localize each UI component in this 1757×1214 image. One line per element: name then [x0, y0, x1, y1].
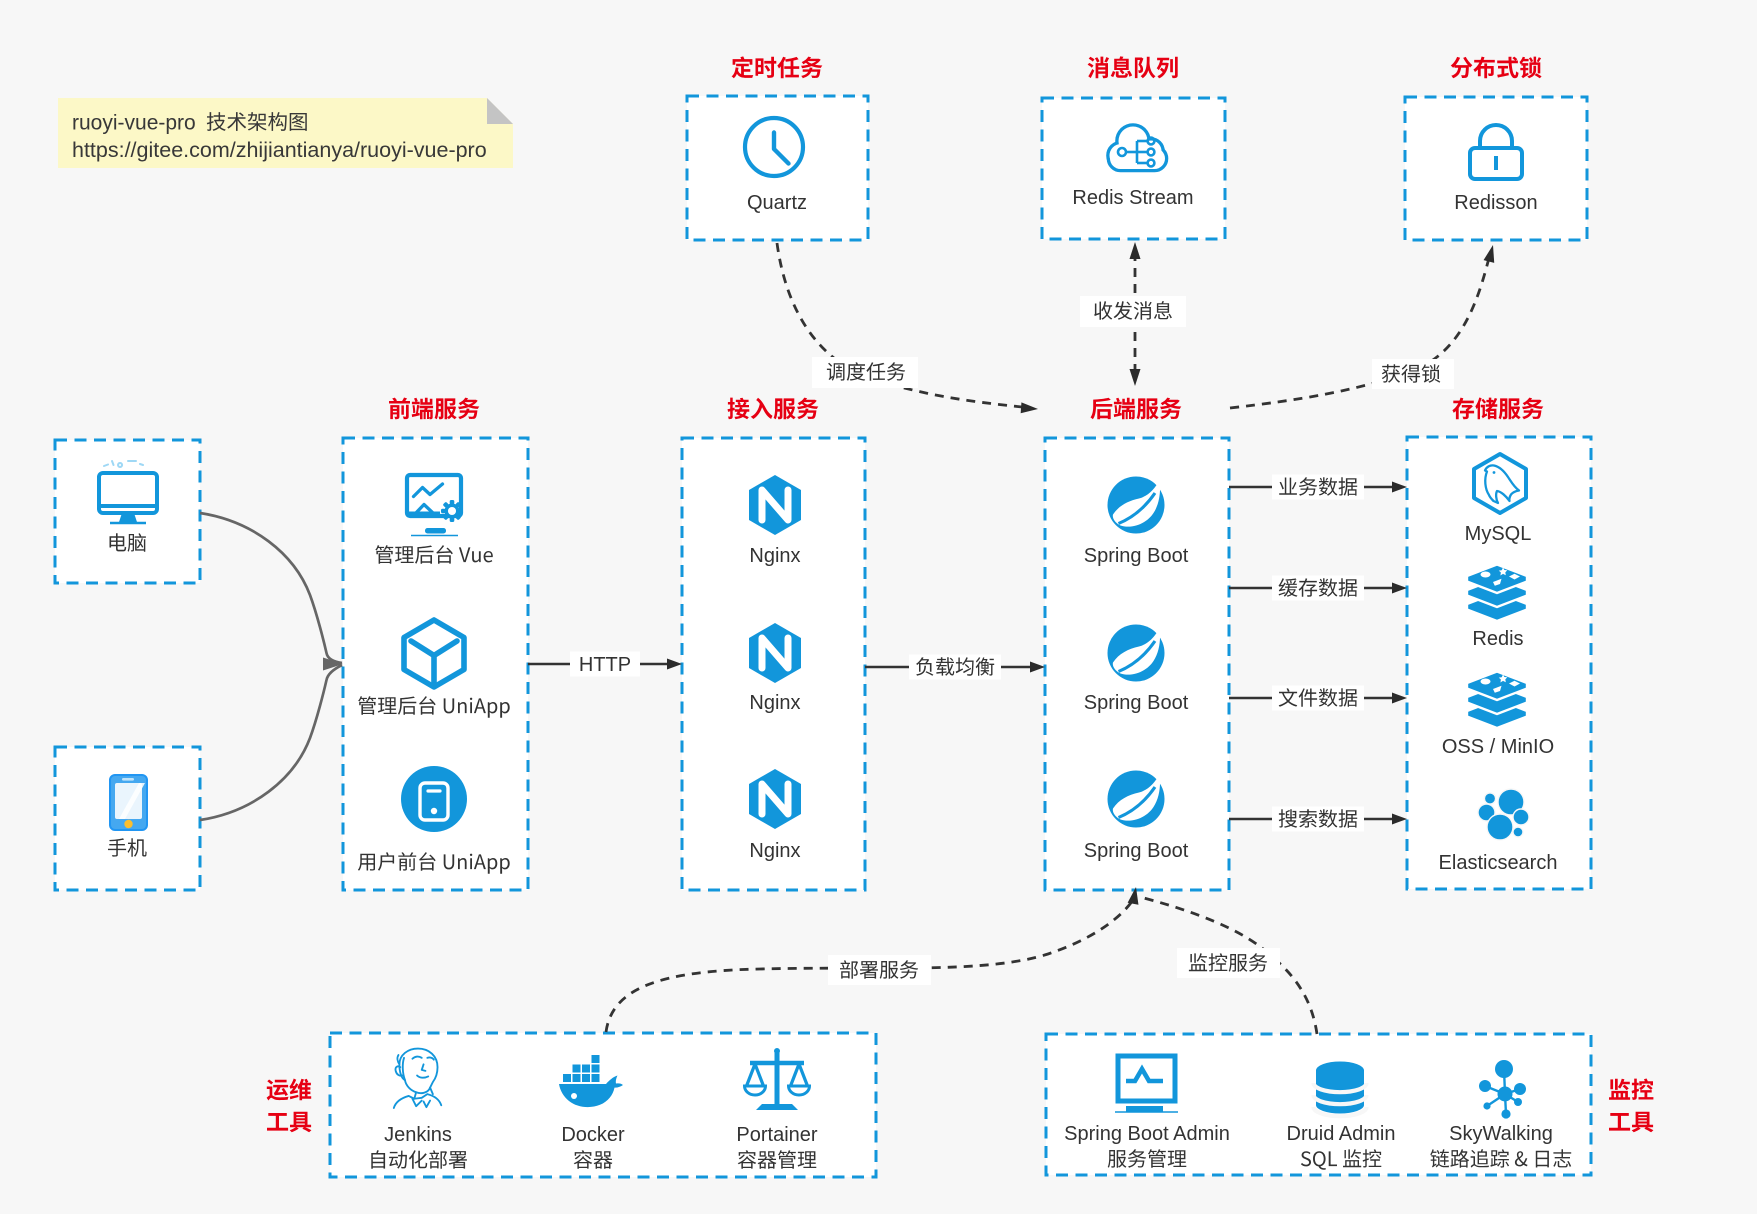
- svg-text:Spring Boot Admin: Spring Boot Admin: [1064, 1123, 1230, 1145]
- svg-text:Redisson: Redisson: [1454, 192, 1537, 214]
- svg-text:Jenkins: Jenkins: [384, 1124, 452, 1146]
- svg-text:ruoyi-vue-pro: ruoyi-vue-pro: [72, 111, 196, 134]
- svg-text:Redis Stream: Redis Stream: [1072, 187, 1193, 209]
- svg-text:Portainer: Portainer: [736, 1124, 817, 1146]
- svg-text:OSS / MinIO: OSS / MinIO: [1442, 736, 1554, 758]
- svg-text:Redis: Redis: [1472, 628, 1523, 650]
- svg-text:Spring Boot: Spring Boot: [1084, 692, 1189, 714]
- svg-text:SkyWalking: SkyWalking: [1449, 1123, 1553, 1145]
- svg-text:https://gitee.com/zhijiantiany: https://gitee.com/zhijiantianya/ruoyi-vu…: [72, 138, 487, 162]
- svg-text:Spring Boot: Spring Boot: [1084, 840, 1189, 862]
- svg-text:Quartz: Quartz: [747, 192, 807, 214]
- svg-text:Nginx: Nginx: [749, 545, 800, 567]
- svg-text:Nginx: Nginx: [749, 840, 800, 862]
- svg-text:Druid Admin: Druid Admin: [1287, 1123, 1396, 1145]
- svg-text:Docker: Docker: [561, 1124, 625, 1146]
- svg-text:MySQL: MySQL: [1465, 523, 1532, 545]
- svg-text:Spring Boot: Spring Boot: [1084, 545, 1189, 567]
- svg-text:HTTP: HTTP: [579, 654, 631, 676]
- svg-text:Nginx: Nginx: [749, 692, 800, 714]
- svg-text:Elasticsearch: Elasticsearch: [1439, 852, 1558, 874]
